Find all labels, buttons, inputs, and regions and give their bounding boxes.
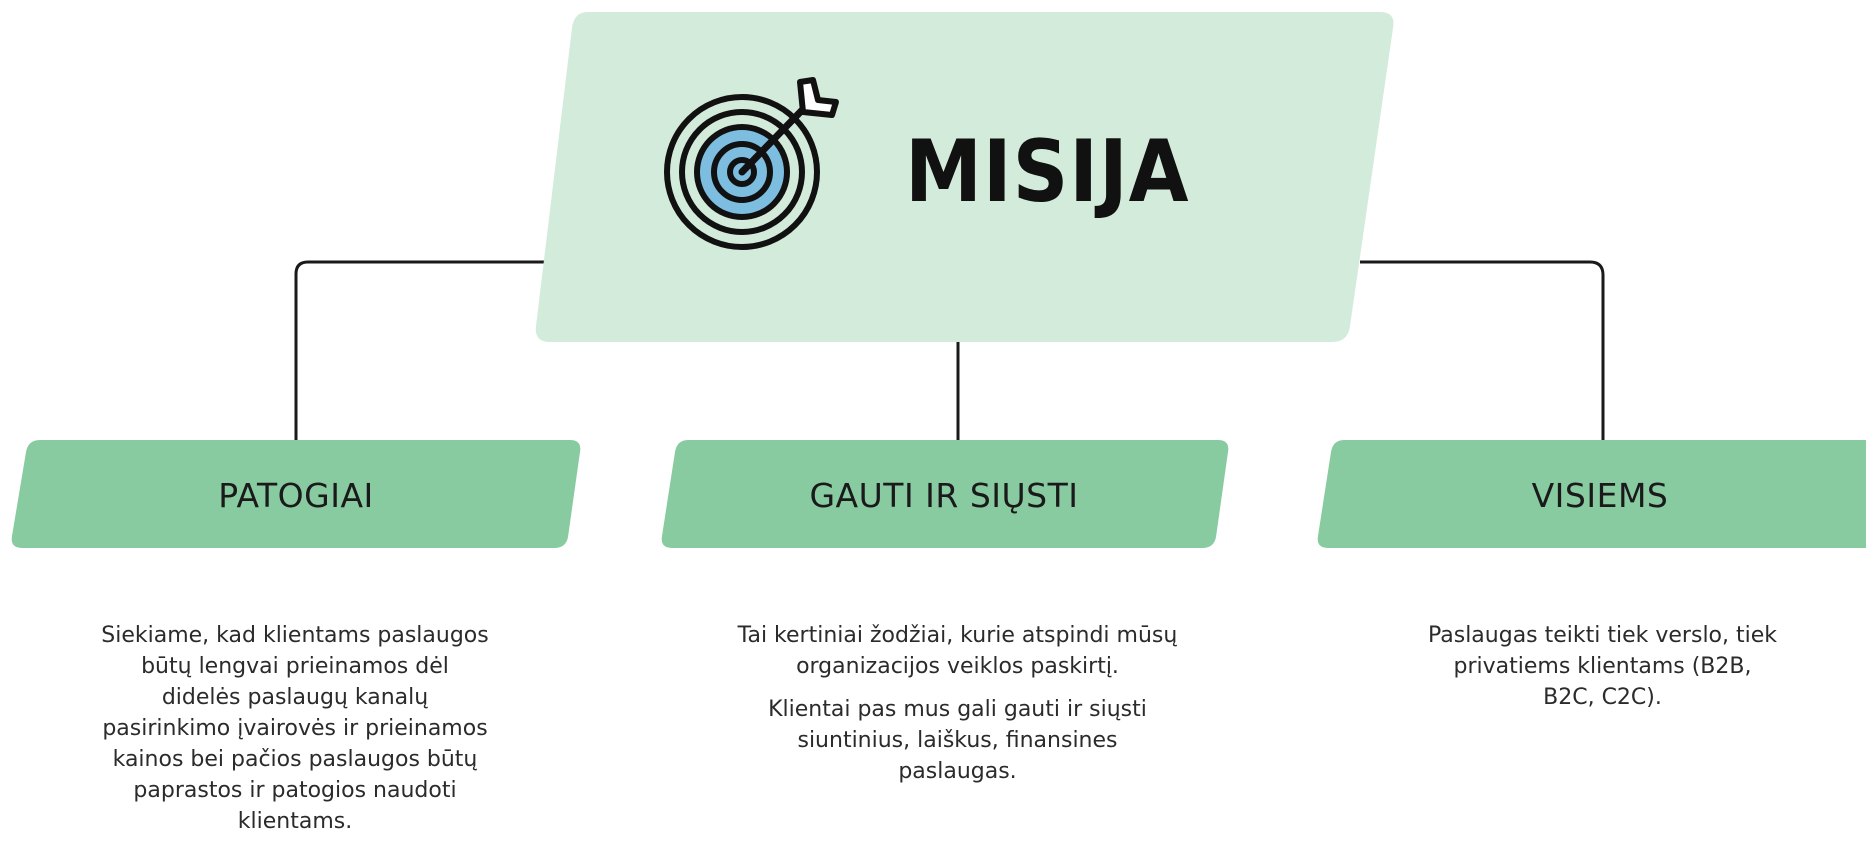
category-title-visiems: VISIEMS [1531,475,1669,515]
description-paragraph: Klientai pas mus gali gauti ir siųsti si… [768,697,1147,784]
description-paragraph: Tai kertiniai žodžiai, kurie atspindi mū… [737,623,1178,679]
connector-right [1360,260,1605,440]
connector-left [294,260,545,440]
description-gauti: Tai kertiniai žodžiai, kurie atspindi mū… [735,620,1180,799]
target-icon [664,77,839,250]
category-title-gauti: GAUTI IR SIŲSTI [809,475,1079,515]
description-visiems: Paslaugas teikti tiek verslo, tiek priva… [1425,620,1780,725]
category-title-patogiai: PATOGIAI [218,475,374,515]
description-paragraph: Paslaugas teikti tiek verslo, tiek priva… [1427,623,1778,710]
description-paragraph: Siekiame, kad klientams paslaugos būtų l… [101,623,489,834]
description-patogiai: Siekiame, kad klientams paslaugos būtų l… [100,620,490,849]
mission-title: MISIJA [905,122,1190,222]
